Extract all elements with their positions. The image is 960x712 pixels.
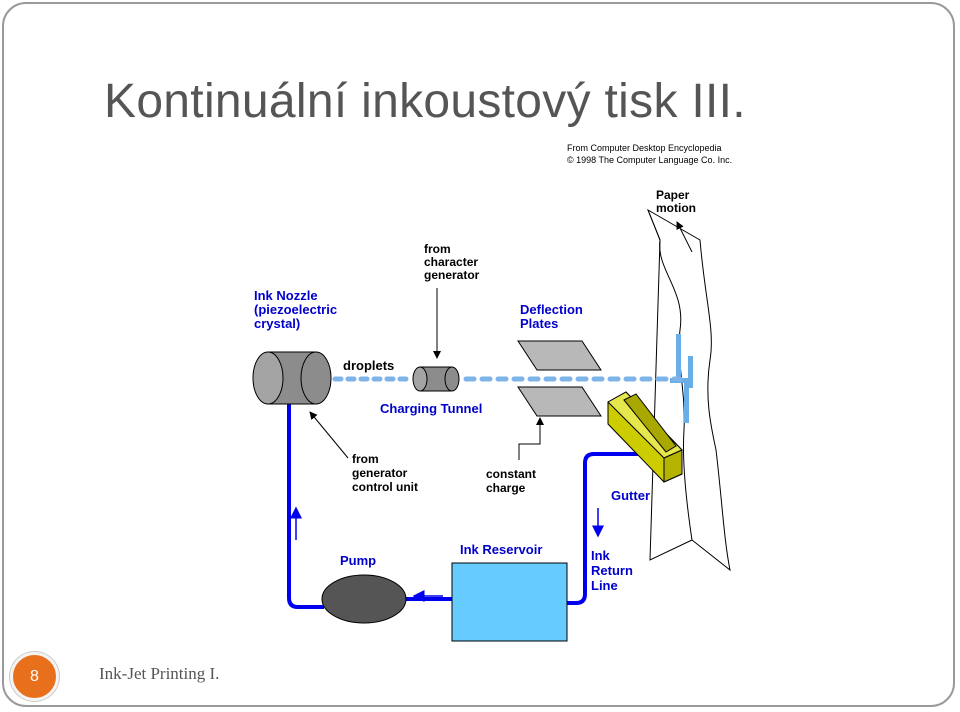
gutter-label: Gutter	[611, 488, 650, 503]
paper-left-edge	[647, 209, 693, 561]
control-unit-label-1: from	[352, 452, 379, 466]
constant-charge-label-2: charge	[486, 481, 526, 495]
paper-motion-arrow	[676, 221, 693, 253]
ink-reservoir-label: Ink Reservoir	[460, 542, 542, 557]
deflection-label-2: Plates	[520, 316, 558, 331]
ink-nozzle-label-3: crystal)	[254, 316, 300, 331]
deflection-label-1: Deflection	[520, 302, 583, 317]
charging-tunnel-label: Charging Tunnel	[380, 401, 482, 416]
ink-return-label-3: Line	[591, 578, 618, 593]
credit-line-2: © 1998 The Computer Language Co. Inc.	[567, 155, 732, 165]
gutter	[607, 391, 683, 483]
ink-return-label-1: Ink	[591, 548, 611, 563]
deflection-plate-bottom	[517, 386, 602, 417]
char-gen-label-3: generator	[424, 268, 480, 282]
page-number-badge: 8	[10, 652, 59, 701]
pump-label: Pump	[340, 553, 376, 568]
paper-motion-label-2: motion	[656, 201, 696, 215]
char-gen-label-2: character	[424, 255, 478, 269]
droplets-label: droplets	[343, 358, 394, 373]
constant-charge-label-1: constant	[486, 467, 536, 481]
paper-motion-label-1: Paper	[656, 188, 690, 202]
deflection-plate-top	[517, 340, 602, 371]
ink-reservoir	[451, 562, 568, 642]
credit-line-1: From Computer Desktop Encyclopedia	[567, 143, 722, 153]
constant-charge-arrow	[518, 417, 544, 460]
control-unit-label-2: generator	[352, 466, 408, 480]
footer-text: Ink-Jet Printing I.	[99, 664, 220, 683]
ink-nozzle-label-1: Ink Nozzle	[254, 288, 318, 303]
charging-tunnel	[412, 366, 460, 392]
pump	[321, 574, 407, 624]
slide-title: Kontinuální inkoustový tisk III.	[104, 75, 746, 128]
ink-nozzle	[252, 351, 332, 405]
char-gen-label-1: from	[424, 242, 451, 256]
control-unit-label-3: control unit	[352, 480, 418, 494]
control-unit-arrow	[309, 411, 349, 459]
ink-nozzle-label-2: (piezoelectric	[254, 302, 337, 317]
ink-return-label-2: Return	[591, 563, 633, 578]
